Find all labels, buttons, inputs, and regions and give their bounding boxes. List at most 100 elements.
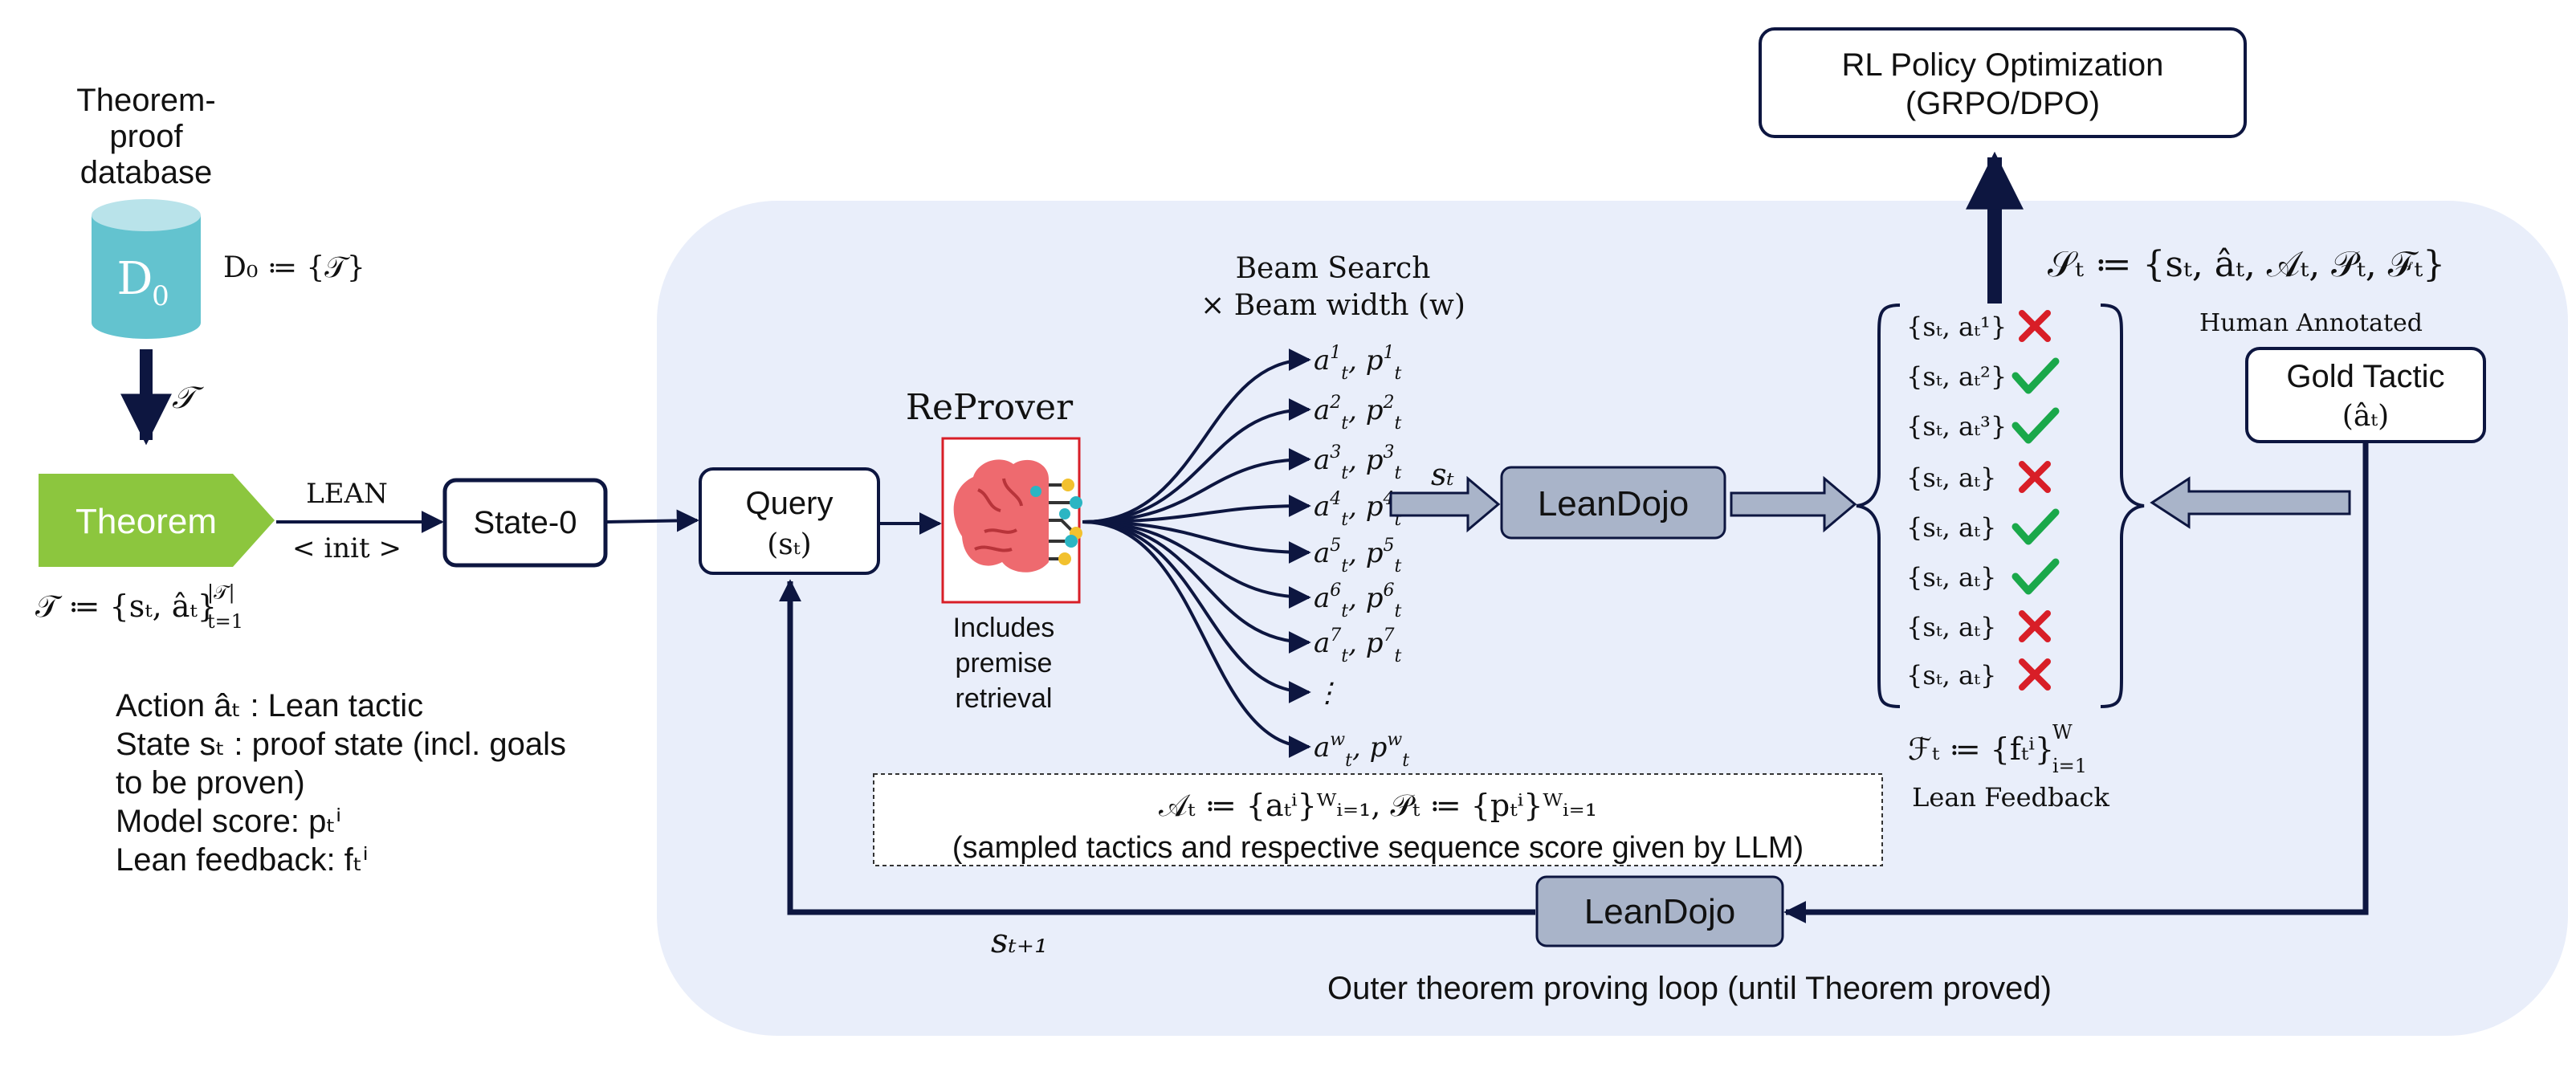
feedback-item-label: {sₜ, aₜ} — [1906, 612, 1996, 642]
leandojo-bottom-label: LeanDojo — [1584, 892, 1735, 931]
legend-line-5: Lean feedback: fₜⁱ — [116, 842, 369, 878]
left-brace — [1856, 304, 1901, 708]
feedback-def: ℱₜ ≔ {fₜⁱ} — [1908, 731, 2054, 767]
cylinder-sub: 0 — [152, 280, 169, 312]
query-label: Query — [746, 486, 834, 521]
beam-arrow — [1082, 520, 1311, 654]
brain-icon — [953, 459, 1082, 572]
beam-output-label: a3t, p3t — [1314, 442, 1402, 483]
beam-title-line-1: Beam Search — [1236, 252, 1431, 285]
cross-icon — [2019, 310, 2051, 342]
beam-output-label: a1t, p1t — [1314, 343, 1402, 384]
right-brace — [2100, 304, 2145, 708]
beam-output-label: a6t, p6t — [1314, 581, 1402, 621]
feedback-item-label: {sₜ, aₜ¹} — [1906, 312, 2007, 342]
arrow-beam-to-leandojo — [1389, 475, 1501, 533]
arrow-leandojo-to-feedback — [1730, 475, 1857, 533]
beam-arrow — [1082, 348, 1311, 524]
feedback-item-label: {sₜ, aₜ} — [1906, 562, 1996, 593]
arrow-state0-to-query — [606, 509, 699, 532]
init-label: < init > — [292, 532, 401, 564]
feedback-item-label: {sₜ, aₜ} — [1906, 462, 1996, 493]
sampled-formula: 𝒜ₜ ≔ {aₜⁱ}ᵂᵢ₌₁, 𝒫ₜ ≔ {pₜⁱ}ᵂᵢ₌₁ — [1159, 788, 1597, 823]
gold-label: Gold Tactic — [2286, 359, 2444, 394]
theorem-def-sup: |𝒯| — [207, 581, 235, 605]
database-title: Theorem- proof database — [76, 83, 215, 190]
feedback-item-label: {sₜ, aₜ²} — [1906, 361, 2007, 392]
reprover-title: ReProver — [906, 387, 1074, 428]
gold-sub: (âₜ) — [2342, 400, 2389, 433]
beam-output-label: a5t, p5t — [1314, 536, 1402, 577]
legend-line-2: State sₜ : proof state (incl. goals — [116, 727, 566, 762]
beam-arrow — [1082, 520, 1311, 609]
beam-output-label: ⋮ — [1314, 677, 1341, 709]
feedback-caption: Lean Feedback — [1912, 782, 2109, 813]
theorem-shape — [39, 474, 275, 567]
loop-line-to-query — [779, 579, 1535, 915]
theorem-label: Theorem — [75, 502, 217, 541]
beam-title-line-2: × Beam width (w) — [1200, 289, 1465, 322]
rl-line-1: RL Policy Optimization — [1842, 47, 2164, 83]
sampled-caption: (sampled tactics and respective sequence… — [952, 831, 1804, 865]
leandojo-main-box — [1500, 466, 1726, 540]
sampled-box — [873, 773, 1883, 866]
query-box — [699, 467, 880, 575]
theorem-def-sub: t=1 — [207, 610, 243, 633]
legend: Action âₜ : Lean tactic State sₜ : proof… — [116, 688, 566, 878]
check-icon — [2011, 357, 2060, 394]
legend-line-3: to be proven) — [116, 765, 305, 801]
beam-arrow — [1082, 448, 1311, 524]
lean-label: LEAN — [306, 478, 388, 510]
feedback-def-sub: i=1 — [2052, 755, 2087, 777]
beam-arrow — [1082, 495, 1311, 524]
outer-loop-caption: Outer theorem proving loop (until Theore… — [1327, 971, 2052, 1006]
gold-header: Human Annotated — [2199, 309, 2423, 337]
cylinder-label: D — [117, 253, 153, 305]
beam-output-label: a2t, p2t — [1314, 393, 1402, 434]
reprover-caption-line-1: Includes — [953, 613, 1055, 643]
cross-icon — [2019, 610, 2051, 642]
beam-arrow — [1082, 398, 1311, 524]
beam-output-label: awt, pwt — [1314, 730, 1409, 771]
leandojo-main-label: LeanDojo — [1538, 484, 1689, 524]
reprover-caption-line-2: premise — [956, 648, 1053, 678]
database-title-line-1: Theorem- — [76, 83, 215, 118]
feedback-def-sup: W — [2052, 721, 2073, 744]
feedback-item-label: {sₜ, aₜ} — [1906, 512, 1996, 543]
beam-arrow — [1082, 520, 1311, 758]
check-icon — [2011, 407, 2060, 444]
st-label: sₜ — [1431, 457, 1455, 492]
next-state-label: sₜ₊₁ — [991, 921, 1048, 960]
beam-output-list: a1t, p1t a2t, p2t a3t, p3t a4t, p4t a5t, p5t… — [1314, 343, 1409, 771]
beam-output-label: a7t, p7t — [1314, 625, 1402, 666]
rl-box — [1759, 27, 2247, 138]
query-sub: (sₜ) — [767, 528, 811, 561]
beam-arrow — [1082, 520, 1311, 564]
legend-line-1: Action âₜ : Lean tactic — [116, 688, 423, 723]
beam-fan-arrows — [1082, 348, 1311, 758]
arrow-gold-to-feedback — [2150, 476, 2351, 529]
reprover-caption-line-3: retrieval — [956, 683, 1053, 714]
check-icon — [2011, 508, 2060, 545]
leandojo-bottom-box — [1535, 875, 1784, 947]
beam-output-label: a4t, p4t — [1314, 489, 1402, 530]
feedback-item-label: {sₜ, aₜ} — [1906, 660, 1996, 691]
feedback-item-label: {sₜ, aₜ³} — [1906, 411, 2007, 442]
loop-line-gold-down — [1783, 442, 2369, 923]
cross-icon — [2019, 461, 2051, 493]
database-cylinder-icon: D 0 — [92, 199, 201, 339]
database-title-line-2: proof — [109, 119, 183, 154]
database-definition: D₀ ≔ {𝒯} — [223, 251, 365, 284]
legend-line-4: Model score: pₜⁱ — [116, 804, 341, 839]
state0-label: State-0 — [474, 505, 577, 540]
arrow-label-T: 𝒯 — [172, 380, 204, 415]
check-icon — [2011, 558, 2060, 595]
theorem-definition: 𝒯 ≔ {sₜ, âₜ} — [35, 589, 217, 624]
cross-icon — [2019, 658, 2051, 691]
set-definition: 𝒮ₜ ≔ {sₜ, âₜ, 𝒜ₜ, 𝒫ₜ, ℱₜ} — [2048, 244, 2445, 285]
database-title-line-3: database — [80, 155, 213, 190]
reprover-caption: Includes premise retrieval — [953, 613, 1055, 714]
state0-box — [442, 478, 608, 568]
feedback-list: {sₜ, aₜ¹} {sₜ, aₜ²} {sₜ, aₜ³} {sₜ, aₜ} {sₜ, … — [1906, 310, 2060, 691]
